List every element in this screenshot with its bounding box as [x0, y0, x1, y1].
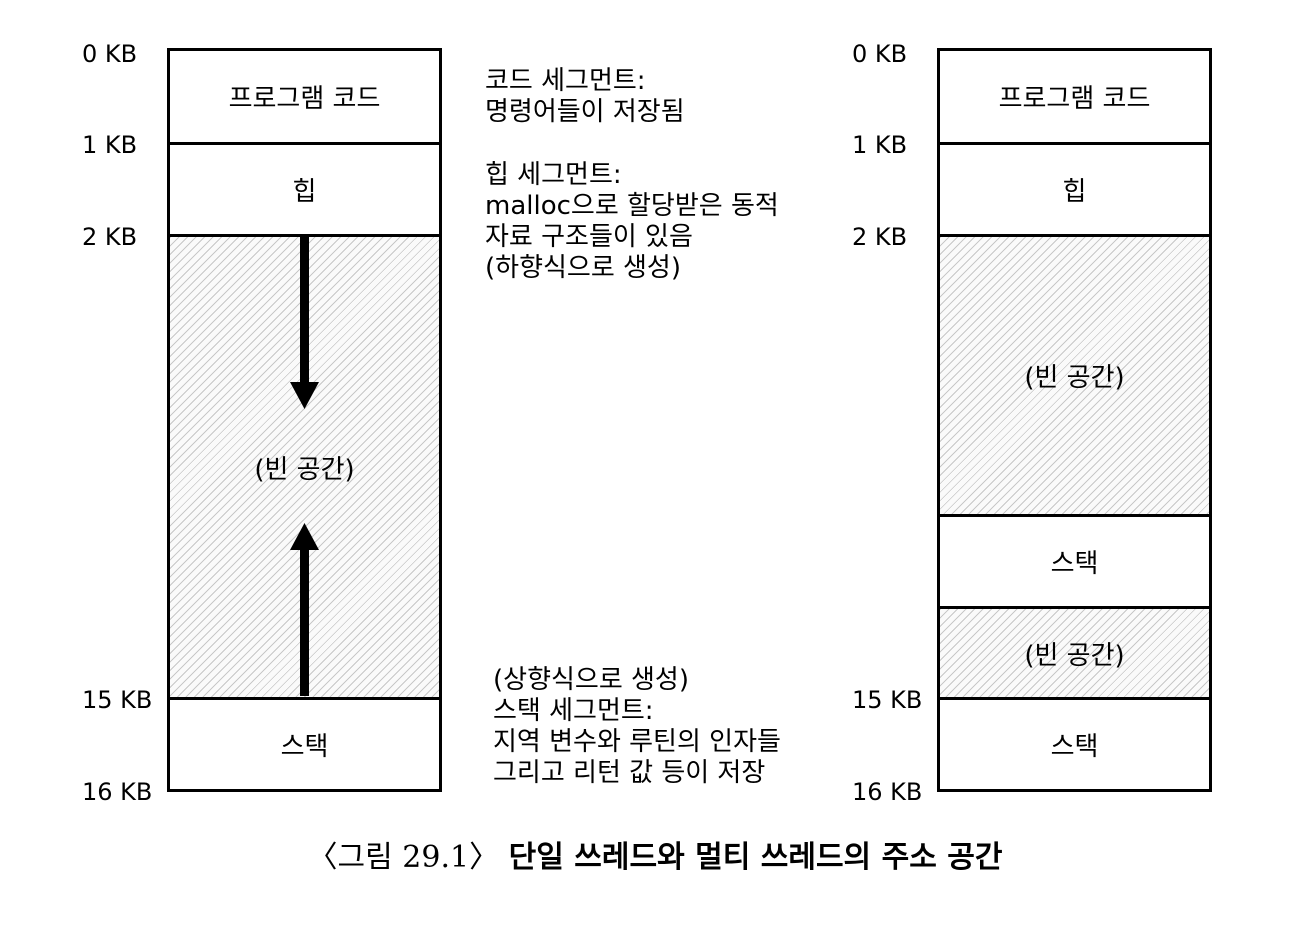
stack-annotation-line-1: (상향식으로 생성): [493, 665, 689, 695]
right-code-segment: 프로그램 코드: [940, 51, 1209, 145]
right-code-label: 프로그램 코드: [998, 84, 1151, 114]
figure-number: 〈그림 29.1〉: [307, 840, 500, 875]
left-address-1kb: 1 KB: [82, 131, 138, 159]
code-annotation-line-1: 코드 세그먼트:: [485, 66, 646, 96]
figure-caption: 〈그림 29.1〉 단일 쓰레드와 멀티 쓰레드의 주소 공간: [0, 838, 1310, 878]
left-code-segment: 프로그램 코드: [170, 51, 439, 145]
heap-growth-down-arrow: [290, 234, 319, 409]
left-address-2kb: 2 KB: [82, 223, 138, 251]
figure-title: 단일 쓰레드와 멀티 쓰레드의 주소 공간: [508, 840, 1003, 875]
right-stack-segment-2: 스택: [940, 517, 1209, 609]
heap-annotation-line-2: malloc으로 할당받은 동적: [485, 191, 779, 221]
right-free-space-1: (빈 공간): [940, 237, 1209, 517]
stack-growth-up-arrow: [290, 523, 319, 696]
left-heap-label: 힙: [292, 177, 317, 207]
right-address-1kb: 1 KB: [852, 131, 908, 159]
right-address-0kb: 0 KB: [852, 40, 908, 68]
right-stack-label-2: 스택: [1050, 549, 1099, 579]
left-address-0kb: 0 KB: [82, 40, 138, 68]
right-free-label-1: (빈 공간): [1024, 363, 1125, 393]
stack-segment-annotation: (상향식으로 생성) 스택 세그먼트: 지역 변수와 루틴의 인자들 그리고 리…: [493, 665, 781, 789]
left-free-label: (빈 공간): [254, 454, 355, 485]
right-stack-segment-1: 스택: [940, 700, 1209, 789]
heap-segment-annotation: 힙 세그먼트: malloc으로 할당받은 동적 자료 구조들이 있음 (하향식…: [485, 160, 779, 284]
right-free-space-2: (빈 공간): [940, 609, 1209, 700]
heap-annotation-line-3: 자료 구조들이 있음: [485, 222, 693, 252]
heap-annotation-line-1: 힙 세그먼트:: [485, 160, 622, 190]
stack-annotation-line-3: 지역 변수와 루틴의 인자들: [493, 727, 781, 757]
code-annotation-line-2: 명령어들이 저장됨: [485, 97, 685, 127]
code-segment-annotation: 코드 세그먼트: 명령어들이 저장됨: [485, 66, 685, 128]
right-address-2kb: 2 KB: [852, 223, 908, 251]
left-address-16kb: 16 KB: [82, 778, 153, 806]
right-stack-label-1: 스택: [1050, 732, 1099, 762]
right-heap-label: 힙: [1062, 177, 1087, 207]
stack-annotation-line-2: 스택 세그먼트:: [493, 696, 654, 726]
right-address-15kb: 15 KB: [852, 686, 923, 714]
stack-annotation-line-4: 그리고 리턴 값 등이 저장: [493, 758, 766, 788]
heap-annotation-line-4: (하향식으로 생성): [485, 253, 681, 283]
right-free-label-2: (빈 공간): [1024, 640, 1125, 671]
right-heap-segment: 힙: [940, 145, 1209, 237]
left-stack-label: 스택: [280, 732, 329, 762]
left-stack-segment: 스택: [170, 700, 439, 789]
left-code-label: 프로그램 코드: [228, 84, 381, 114]
left-address-15kb: 15 KB: [82, 686, 153, 714]
multi-thread-address-space: 프로그램 코드 힙 (빈 공간) 스택 (빈 공간) 스택: [937, 48, 1212, 792]
right-address-16kb: 16 KB: [852, 778, 923, 806]
